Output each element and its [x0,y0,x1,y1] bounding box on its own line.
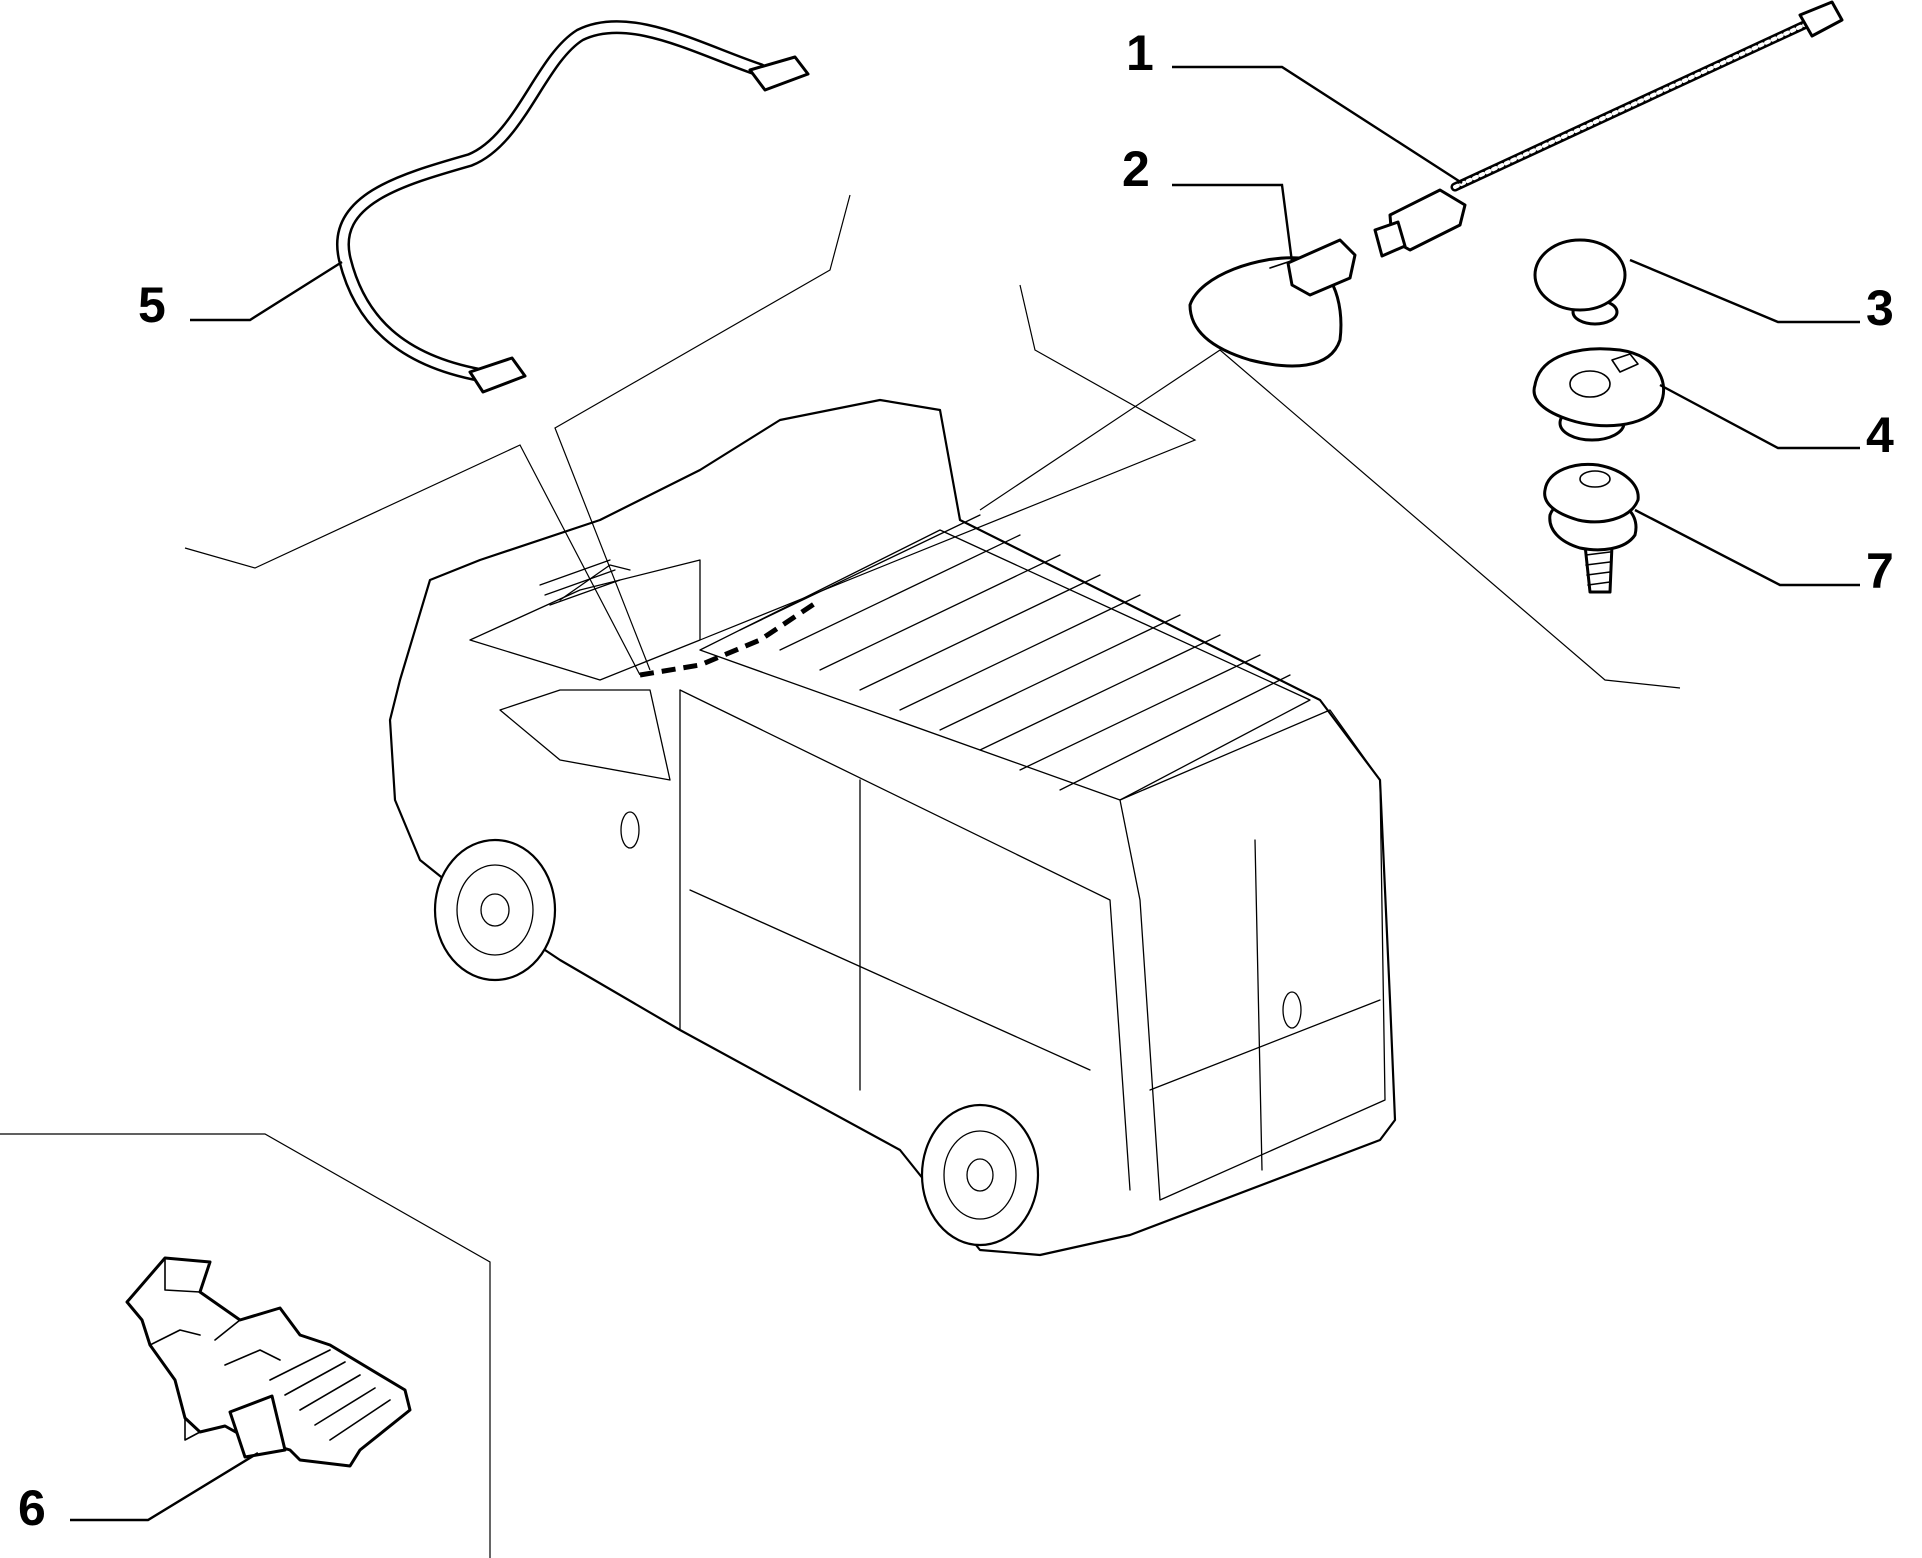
leader-7 [1634,508,1860,587]
guide-lines [0,194,1681,1558]
leader-5 [190,260,343,322]
leader-4 [1659,383,1860,450]
cable-route [639,597,822,678]
blanking-plug-part [1533,238,1627,326]
antenna-mast-part [1373,0,1844,258]
callout-labels: 1 2 3 4 5 6 7 [18,25,1894,1536]
mount-stud-part [1543,462,1640,594]
callout-3: 3 [1866,280,1894,336]
leader-3 [1629,258,1860,324]
leader-6 [70,1451,259,1522]
callout-2: 2 [1122,141,1150,197]
front-wheel [433,838,557,982]
grommet-part [1532,347,1666,442]
leader-1 [1172,65,1463,185]
rear-wheel [920,1103,1040,1247]
leader-lines [70,65,1860,1522]
antenna-base-part [1188,238,1357,368]
callout-4: 4 [1866,407,1894,463]
antenna-cable-part [336,20,810,394]
roof-ribs [739,514,1291,791]
callout-1: 1 [1126,25,1154,81]
callout-5: 5 [138,277,166,333]
callout-7: 7 [1866,543,1894,599]
van-illustration [388,398,1397,1257]
cable-clip-part [125,1256,412,1468]
callout-6: 6 [18,1480,46,1536]
leader-2 [1172,183,1294,263]
